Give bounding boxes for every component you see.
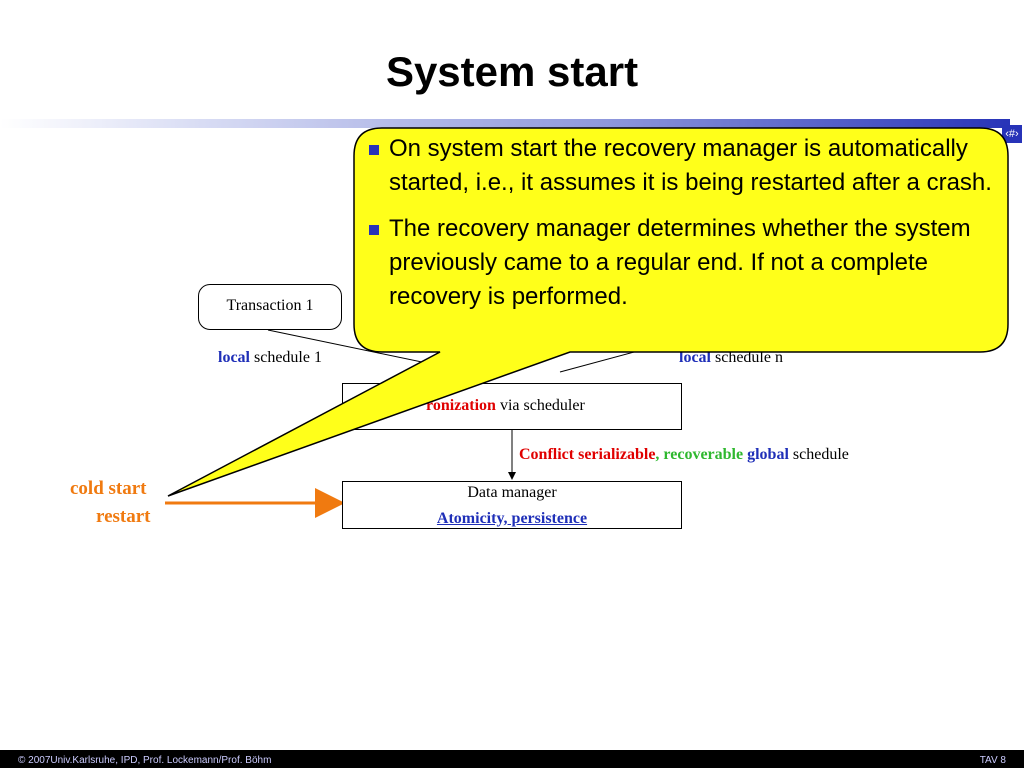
global-word: global [743,446,789,463]
restart-label: restart [96,506,151,527]
page-title: System start [385,48,639,95]
cold-start-label: cold start [70,478,147,499]
global-separator: , [655,446,664,463]
callout-bullet-2-text: The recovery manager determines whether … [389,215,971,310]
scheduler-partial: ronization [426,397,496,414]
local-schedule-1-label: local schedule 1 [218,349,322,367]
local-schedule-1-prefix: local [218,349,250,366]
data-manager-title: Data manager [467,484,557,501]
local-schedule-n-suffix: schedule n [711,349,783,366]
global-recoverable: recoverable [663,446,744,463]
local-schedule-1-suffix: schedule 1 [250,349,322,366]
transaction-1-label: Transaction 1 [226,297,314,314]
data-manager-box: Data manager Atomicity, persistence [342,481,682,529]
bullet-square-icon [369,145,379,155]
callout-bubble [167,127,1009,497]
scheduler-label: ronization via scheduler [426,397,585,415]
title-divider [0,119,1010,128]
transaction-1-box: Transaction 1 [198,284,342,330]
callout-bullet-2: The recovery manager determines whether … [367,212,992,314]
callout-text: On system start the recovery manager is … [367,132,992,326]
callout-bullet-1-text: On system start the recovery manager is … [389,135,992,196]
global-schedule-label: Conflict serializable, recoverable globa… [519,446,849,464]
global-schedule-suffix: schedule [788,446,849,463]
callout-bullet-1: On system start the recovery manager is … [367,132,992,200]
bullet-square-icon [369,225,379,235]
scheduler-suffix: via scheduler [495,397,585,414]
data-manager-properties: Atomicity, persistence [436,510,588,527]
local-schedule-n-label: local schedule n [679,349,783,367]
footer-bar: © 2007Univ.Karlsruhe, IPD, Prof. Lockema… [0,750,1024,768]
footer-copyright: © 2007Univ.Karlsruhe, IPD, Prof. Lockema… [18,755,272,766]
local-schedule-n-prefix: local [679,349,711,366]
slide-number: ‹#› [1002,125,1022,143]
footer-page-label: TAV 8 [979,755,1006,766]
global-conflict-serializable: Conflict serializable [519,446,656,463]
